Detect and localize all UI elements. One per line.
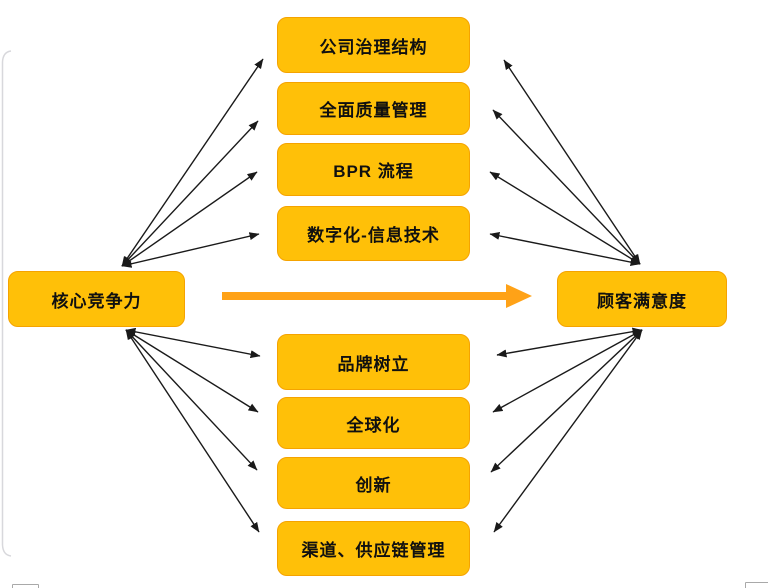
factor-box-supply-chain: 渠道、供应链管理: [277, 521, 470, 576]
connector-right-top-1: [503, 59, 641, 265]
connector-left-top-2: [121, 120, 259, 267]
connector-left-top-3: [121, 171, 258, 267]
connector-left-top-1: [121, 58, 264, 267]
factor-label: 公司治理结构: [319, 37, 428, 57]
connector-left-top-4: [121, 232, 260, 268]
factor-label: 品牌树立: [337, 354, 410, 374]
partial-box-bottom-left: [12, 584, 39, 588]
impact-arrow: [222, 284, 532, 308]
factor-box-bpr: BPR 流程: [277, 143, 470, 196]
connector-right-top-4: [489, 231, 641, 267]
factor-label: BPR 流程: [333, 162, 414, 181]
factor-box-governance: 公司治理结构: [277, 17, 470, 73]
core-competence-node: 核心竞争力: [8, 271, 185, 327]
partial-box-bottom-right: [745, 582, 768, 588]
factor-box-branding: 品牌树立: [277, 334, 470, 390]
customer-satisfaction-node: 顾客满意度: [557, 271, 727, 327]
factor-label: 渠道、供应链管理: [301, 541, 446, 560]
core-competence-label: 核心竞争力: [51, 291, 142, 311]
customer-satisfaction-label: 顾客满意度: [597, 291, 687, 311]
connector-left-bottom-4: [125, 329, 260, 533]
factor-box-globalization: 全球化: [277, 397, 470, 449]
factor-label: 数字化-信息技术: [307, 226, 440, 245]
connector-right-bottom-4: [493, 329, 643, 533]
factor-label: 创新: [355, 475, 392, 495]
factor-label: 全球化: [346, 415, 401, 435]
factor-box-tqm: 全面质量管理: [277, 82, 470, 135]
factor-box-innovation: 创新: [277, 457, 470, 509]
page-edge-line: [1, 50, 12, 557]
factor-label: 全面质量管理: [319, 101, 428, 120]
factor-box-digital-it: 数字化-信息技术: [277, 206, 470, 261]
